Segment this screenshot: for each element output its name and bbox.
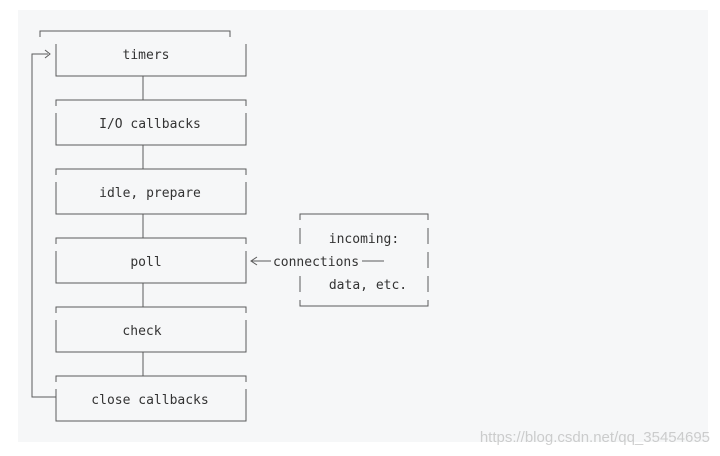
phase-box-poll: poll [55,237,247,284]
loop-back-arrow [31,49,56,398]
phase-label-check: check [122,324,161,339]
watermark: https://blog.csdn.net/qq_35454695 [479,429,710,446]
incoming-line-1: incoming: [329,232,399,247]
incoming-box: incoming: data, etc. [299,213,429,307]
phase-box-io-callbacks: I/O callbacks [55,99,247,146]
phase-label-timers: timers [123,48,170,63]
phase-box-check: check [55,306,247,353]
connections-arrow: connections [250,255,384,270]
phase-label-close-callbacks: close callbacks [91,393,208,408]
phase-box-close-callbacks: close callbacks [55,375,247,422]
phase-box-timers: timers [39,30,247,77]
phase-box-idle-prepare: idle, prepare [55,168,247,215]
phase-label-io-callbacks: I/O callbacks [99,117,201,132]
diagram-panel [18,10,708,442]
incoming-line-2: data, etc. [329,278,407,293]
phase-label-poll: poll [130,255,161,270]
connections-label: connections [273,255,359,270]
phase-label-idle-prepare: idle, prepare [99,186,201,201]
